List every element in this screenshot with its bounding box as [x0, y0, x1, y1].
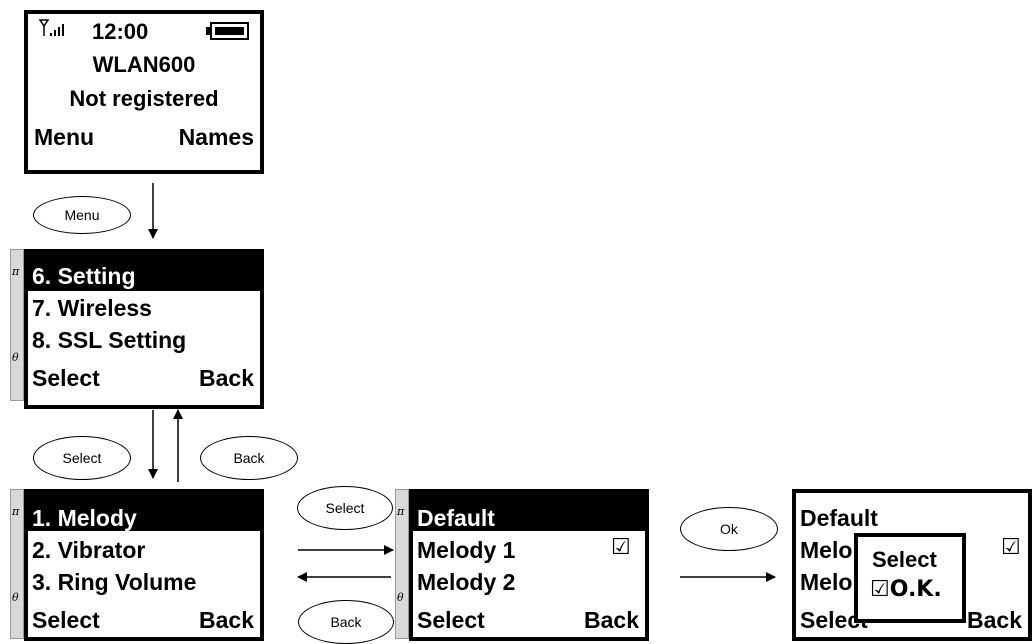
clock-time: 12:00 — [92, 19, 149, 44]
softkey-select[interactable]: Select — [32, 607, 100, 633]
registration-status: Not registered — [69, 86, 219, 111]
settings-screen: 1. Melody 2. Vibrator 3. Ring Volume Sel… — [24, 489, 264, 641]
signal-strength-icon — [38, 19, 64, 36]
softkey-back[interactable]: Back — [199, 365, 254, 391]
softkey-select[interactable]: Select — [417, 607, 485, 633]
menu-screen: 6. Setting 7. Wireless 8. SSL Setting Se… — [24, 249, 264, 409]
settings-scrollbar[interactable]: π θ — [10, 489, 24, 639]
menu-item-setting[interactable]: 6. Setting — [32, 263, 136, 289]
softkey-back[interactable]: Back — [199, 607, 254, 633]
transition-label-ok: Ok — [680, 507, 778, 551]
settings-highlight — [28, 493, 260, 531]
softkey-names[interactable]: Names — [178, 124, 254, 150]
menu-item-ssl-setting[interactable]: 8. SSL Setting — [32, 327, 187, 353]
scroll-up-icon: π — [12, 265, 20, 278]
settings-item-vibrator[interactable]: 2. Vibrator — [32, 537, 146, 563]
menu-scrollbar[interactable]: π θ — [10, 249, 24, 401]
melody-screen: Default Melody 1 ☑ Melody 2 Select Back — [409, 489, 649, 641]
menu-item-wireless[interactable]: 7. Wireless — [32, 295, 152, 321]
menu-highlight — [28, 253, 260, 291]
battery-icon — [206, 22, 249, 40]
confirm-item-melody-1-partial[interactable]: Melo — [800, 537, 853, 563]
confirm-screen: Default Melo ☑ Melo Select Back Select ☑… — [792, 489, 1032, 641]
transition-label-back: Back — [298, 600, 394, 644]
idle-screen: 12:00 WLAN600 Not registered Menu Names — [24, 10, 264, 174]
scroll-up-icon: π — [12, 505, 20, 518]
popup-ok-button[interactable]: ☑O.K. — [870, 577, 942, 602]
scroll-down-icon: θ — [12, 351, 19, 364]
transition-label-select: Select — [297, 486, 393, 530]
softkey-back[interactable]: Back — [967, 607, 1022, 633]
melody-item-default[interactable]: Default — [417, 505, 495, 531]
melody-scrollbar[interactable]: π θ — [395, 489, 409, 639]
softkey-back[interactable]: Back — [584, 607, 639, 633]
softkey-select[interactable]: Select — [32, 365, 100, 391]
melody-item-melody-1[interactable]: Melody 1 — [417, 537, 516, 563]
melody-item-melody-2[interactable]: Melody 2 — [417, 569, 516, 595]
checked-checkbox-icon: ☑ — [1001, 535, 1021, 560]
scroll-down-icon: θ — [12, 591, 19, 604]
confirm-popup: Select ☑O.K. — [854, 533, 966, 623]
settings-item-ring-volume[interactable]: 3. Ring Volume — [32, 569, 197, 595]
softkey-select[interactable]: Select — [800, 607, 868, 633]
softkey-menu[interactable]: Menu — [34, 124, 95, 150]
confirm-item-melody-2-partial[interactable]: Melo — [800, 569, 853, 595]
melody-highlight — [413, 493, 645, 531]
scroll-down-icon: θ — [397, 591, 404, 604]
transition-label-menu: Menu — [33, 196, 131, 234]
scroll-up-icon: π — [397, 505, 405, 518]
confirm-item-default[interactable]: Default — [800, 505, 878, 531]
checked-checkbox-icon: ☑ — [611, 535, 631, 560]
settings-item-melody[interactable]: 1. Melody — [32, 505, 137, 531]
transition-label-back: Back — [200, 436, 298, 480]
transition-label-select: Select — [33, 436, 131, 480]
popup-title: Select — [872, 547, 937, 572]
device-name: WLAN600 — [92, 52, 196, 77]
